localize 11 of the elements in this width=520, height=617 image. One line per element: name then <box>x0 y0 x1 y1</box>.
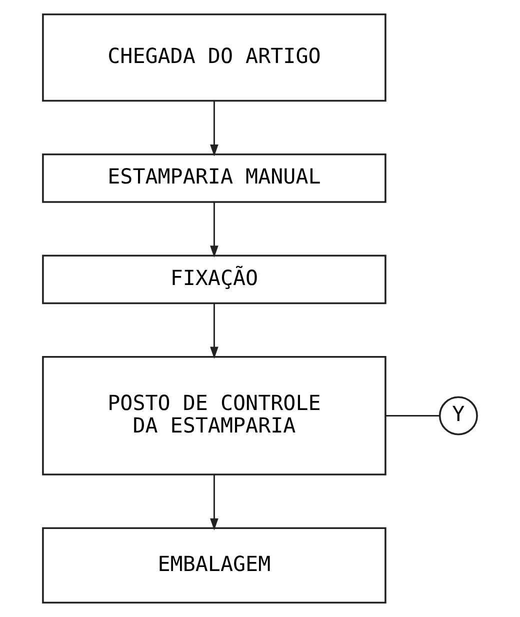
node-box: ESTAMPARIA MANUAL <box>42 153 386 203</box>
node-box: FIXAÇÃO <box>42 254 386 304</box>
arrow <box>210 474 218 530</box>
node-box: POSTO DE CONTROLE DA ESTAMPARIA <box>42 356 386 476</box>
arrow <box>210 304 218 359</box>
node-box: EMBALAGEM <box>42 527 386 604</box>
node-box: CHEGADA DO ARTIGO <box>42 14 386 102</box>
arrow <box>210 100 218 156</box>
node-circle: Y <box>438 396 478 436</box>
connector <box>386 414 440 416</box>
arrow <box>210 202 218 258</box>
